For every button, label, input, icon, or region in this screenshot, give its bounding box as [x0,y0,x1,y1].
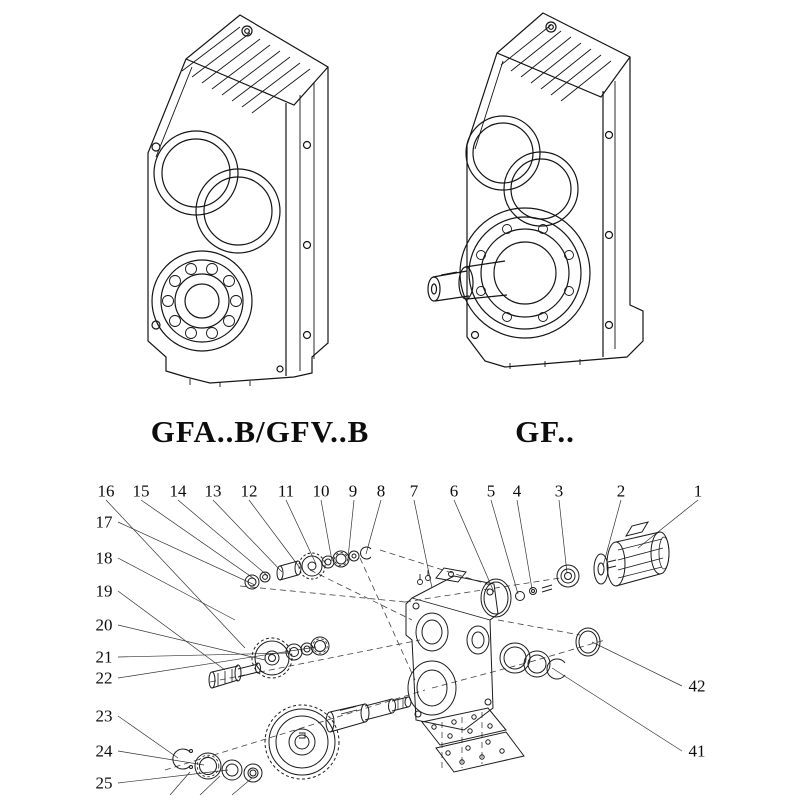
gasket-and-cover [421,707,525,773]
coupling-parts [515,564,580,601]
gearbox-drawing-gfab [147,14,329,387]
part-label: 21 [95,647,113,667]
output-shaft [427,260,508,302]
part-label: 2 [616,481,626,501]
part-label: 15 [132,481,150,501]
part-label: 20 [95,615,113,635]
part-label: 23 [95,706,113,726]
housing [405,567,499,731]
bearing-balls [162,263,242,339]
part-label: 17 [95,512,113,532]
gf-housing [427,12,644,369]
part-label: 42 [688,676,706,696]
flange-bolt-holes [476,224,574,322]
part-label: 9 [348,481,358,501]
part-label: 11 [277,481,295,501]
part-label: 12 [240,481,258,501]
leader-lines [105,499,699,796]
gearbox-drawing-gf [427,12,644,369]
intermediate-shaft-parts [208,636,330,689]
part-label: 25 [95,773,113,793]
gfab-housing [147,14,329,387]
part-label: 14 [169,481,187,501]
part-label: 18 [95,548,113,568]
figure-caption-gf: GF.. [515,414,575,449]
part-label: 1 [693,481,703,501]
part-label: 24 [95,741,113,761]
figure-caption-gfab: GFA..B/GFV..B [150,414,370,449]
part-label: 41 [688,741,706,761]
part-label: 19 [95,581,113,601]
housing-screws [417,570,431,585]
part-label: 7 [409,481,419,501]
part-label: 22 [95,668,113,688]
part-label: 10 [312,481,330,501]
input-shaft-parts [244,546,372,590]
part-label: 5 [486,481,496,501]
part-label: 16 [97,481,115,501]
part-label: 8 [376,481,386,501]
part-label: 13 [204,481,222,501]
seal-rings [480,578,601,680]
output-shaft-parts [172,696,412,783]
exploded-diagram [105,499,699,796]
part-label: 4 [512,481,522,501]
part-label: 3 [554,481,564,501]
part-label: 6 [449,481,459,501]
motor [593,521,670,587]
